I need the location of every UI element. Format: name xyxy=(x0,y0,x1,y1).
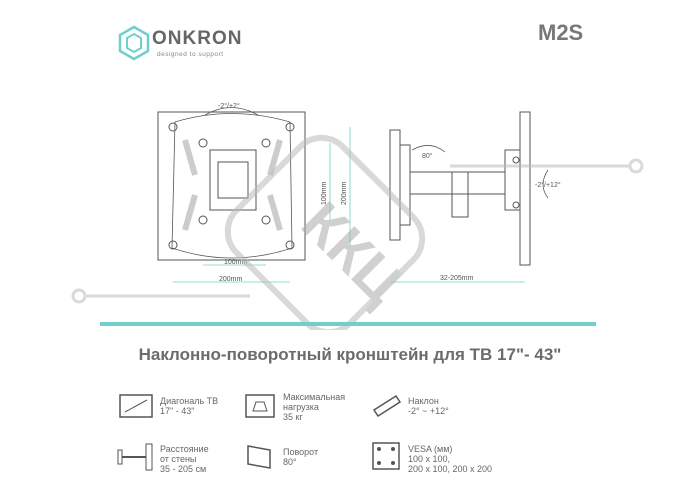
tv-diagonal-icon xyxy=(119,394,153,418)
dim-h-outer: 200mm xyxy=(341,181,348,205)
model-number: M2S xyxy=(538,20,584,45)
max-load-icon xyxy=(245,394,275,418)
technical-drawing: -2°/+2° 100mm 200mm 100mm 200mm 80° -2°/… xyxy=(71,102,644,330)
onkron-logo-icon xyxy=(118,25,150,61)
divider-line xyxy=(100,322,596,326)
dim-w-inner: 100mm xyxy=(224,259,248,266)
spec-tilt: Наклон-2° ~ +12° xyxy=(408,396,449,416)
dim-w-outer: 200mm xyxy=(219,276,243,283)
vesa-icon xyxy=(372,442,400,470)
product-title: Наклонно-поворотный кронштейн для ТВ 17"… xyxy=(138,345,562,364)
swivel-icon xyxy=(247,445,271,469)
dim-depth: 32-205mm xyxy=(440,275,474,282)
dim-arm-rotation: 80° xyxy=(422,152,433,160)
dim-tilt: -2°/+12° xyxy=(535,181,561,189)
side-view-drawing xyxy=(389,111,531,266)
wall-distance-icon xyxy=(117,443,153,471)
dim-swivel: -2°/+2° xyxy=(218,102,240,110)
tilt-icon xyxy=(372,394,402,418)
brand-tagline: designed to support xyxy=(157,51,224,58)
watermark-text: ККЦ xyxy=(289,190,415,316)
dim-h-inner: 100mm xyxy=(321,181,328,205)
brand-name: ONKRON xyxy=(152,28,243,49)
spec-vesa: VESA (мм)100 x 100,200 x 100, 200 x 200 xyxy=(408,444,493,474)
